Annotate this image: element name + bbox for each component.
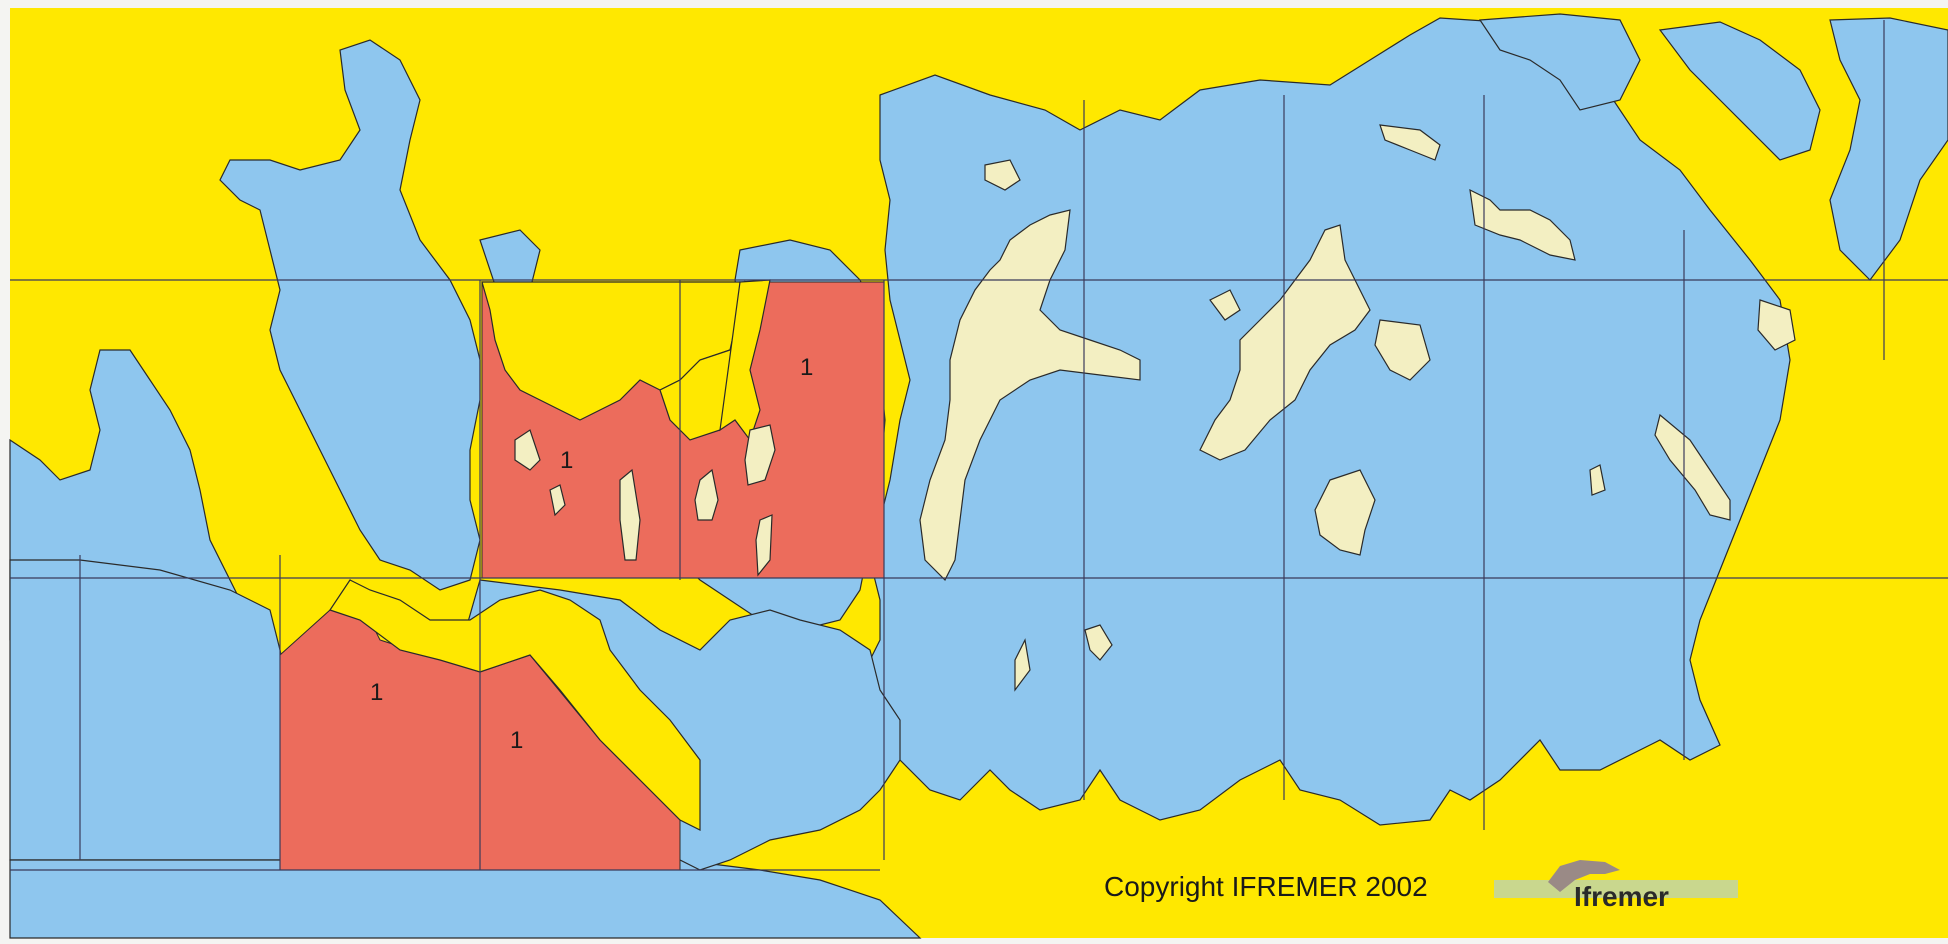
island-central-large bbox=[1199, 224, 1371, 461]
logo-text: Ifremer bbox=[1574, 881, 1669, 912]
sea-western-inlet bbox=[219, 39, 481, 591]
land-intrusion-east-coast bbox=[719, 279, 771, 442]
island-zone-4 bbox=[744, 424, 776, 486]
sea-northeast bbox=[1478, 13, 1641, 111]
island-coast-3 bbox=[1589, 464, 1606, 496]
island-zone-6 bbox=[549, 484, 566, 517]
sea-southwest bbox=[9, 559, 301, 861]
zone-label-north-west: 1 bbox=[560, 447, 573, 474]
island-north bbox=[1379, 124, 1441, 161]
copyright-text: Copyright IFREMER 2002 bbox=[1104, 871, 1428, 902]
islands bbox=[514, 124, 1796, 692]
zone-label-south-west: 1 bbox=[370, 679, 383, 706]
island-rock-south-2 bbox=[1084, 624, 1113, 661]
island-top-bay bbox=[984, 159, 1021, 191]
zone-label-north-east: 1 bbox=[800, 354, 813, 381]
sea-eastern-bay bbox=[859, 17, 1791, 826]
grid-lines bbox=[10, 20, 1948, 871]
sea-areas bbox=[9, 13, 1948, 939]
ifremer-dolphin-icon bbox=[1548, 860, 1620, 892]
island-east-long bbox=[1654, 413, 1731, 521]
island-northeast bbox=[1469, 188, 1576, 261]
island-coast-1 bbox=[1209, 289, 1241, 321]
zone-labels: 1 1 1 1 bbox=[370, 354, 813, 754]
land-intrusions bbox=[329, 279, 771, 831]
island-long-peninsula bbox=[919, 209, 1141, 582]
island-zone-1 bbox=[514, 429, 541, 471]
island-small-east bbox=[1374, 319, 1431, 381]
island-zone-3 bbox=[694, 468, 719, 521]
island-coast-2 bbox=[1757, 299, 1796, 351]
ifremer-logo: Ifremer bbox=[1494, 860, 1738, 912]
island-bay-central bbox=[1314, 469, 1376, 556]
island-rock-south-1 bbox=[1014, 638, 1031, 692]
sea-northeast-inlet bbox=[1658, 21, 1821, 161]
island-zone-2 bbox=[619, 468, 641, 561]
zone-label-south-east: 1 bbox=[510, 727, 523, 754]
land-intrusion-south bbox=[329, 579, 701, 831]
island-zone-5 bbox=[755, 514, 773, 577]
